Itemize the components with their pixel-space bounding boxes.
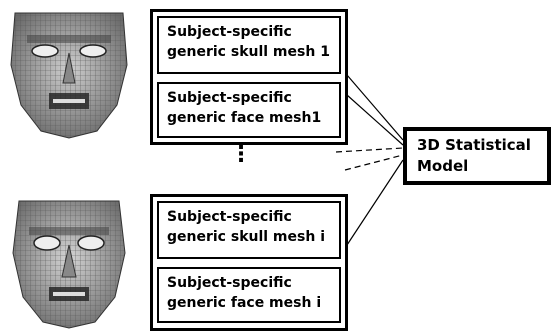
ellipsis: ⋮ [230,142,252,167]
mesh-group-1: Subject-specific generic skull mesh 1 Su… [150,9,348,145]
connector-line-dashed-2 [344,154,404,171]
face-mesh-1-line2: generic face mesh1 [167,110,322,126]
model-line1: 3D Statistical [417,136,531,154]
mesh-group-i: Subject-specific generic skull mesh i Su… [150,194,348,331]
connector-line-skull-1 [346,74,404,141]
face-mesh-i-line2: generic face mesh i [167,295,322,311]
skull-mesh-i-line2: generic skull mesh i [167,229,325,245]
statistical-model-box: 3D Statistical Model [403,127,551,185]
model-line2: Model [417,157,469,175]
skull-mesh-1-line1: Subject-specific [167,24,292,40]
connector-line-dashed-1 [335,147,404,153]
connector-line-skull-i [346,159,404,246]
skull-mesh-box-1: Subject-specific generic skull mesh 1 [157,16,341,74]
face-mesh-box-i: Subject-specific generic face mesh i [157,267,341,323]
face-mesh-image-1 [10,12,128,139]
skull-mesh-1-line2: generic skull mesh 1 [167,44,330,60]
face-mesh-box-1: Subject-specific generic face mesh1 [157,82,341,138]
skull-mesh-i-line1: Subject-specific [167,209,292,225]
face-mesh-image-i [12,200,126,329]
connector-line-face-1 [346,94,404,146]
face-mesh-1-line1: Subject-specific [167,90,292,106]
skull-mesh-box-i: Subject-specific generic skull mesh i [157,201,341,259]
face-mesh-i-line1: Subject-specific [167,275,292,291]
